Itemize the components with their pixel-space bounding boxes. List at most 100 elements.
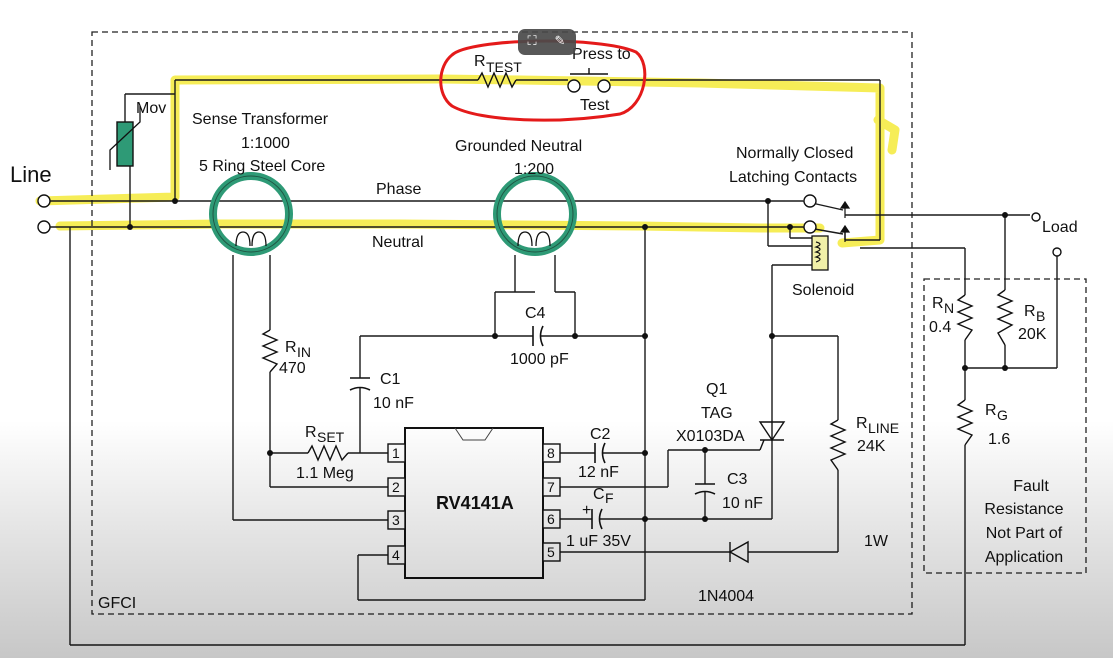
label-nc-1: Normally Closed <box>736 145 853 162</box>
crop-icon[interactable]: ⛶ <box>527 34 537 49</box>
resistor-rg <box>956 399 974 446</box>
label-q1-part: X0103DA <box>676 428 745 445</box>
label-sense-title: Sense Transformer <box>192 111 329 128</box>
label-c1: C1 <box>380 371 401 388</box>
resistors <box>261 71 1014 471</box>
image-toolbar: ⛶ ✎ <box>518 29 576 55</box>
contact-neutral <box>803 220 817 234</box>
label-fault-4: Application <box>985 549 1063 566</box>
gfci-boundary <box>91 31 913 615</box>
label-rg-sub: G <box>997 407 1008 423</box>
label-c1-value: 10 nF <box>373 395 414 412</box>
label-q1: Q1 <box>706 381 727 398</box>
label-sense-ratio: 1:1000 <box>241 135 290 152</box>
pin-4: 4 <box>392 547 400 563</box>
resistor-rline <box>829 419 847 471</box>
label-fault-3: Not Part of <box>986 525 1063 542</box>
resistor-rset <box>307 444 349 462</box>
label-rset-sub: SET <box>317 429 345 445</box>
chip-label: RV4141A <box>436 493 514 513</box>
magic-edit-icon[interactable]: ✎ <box>554 34 566 49</box>
label-c4: C4 <box>525 305 546 322</box>
label-solenoid: Solenoid <box>792 282 854 299</box>
label-cf-sub: F <box>605 490 614 506</box>
pin-8: 8 <box>547 445 555 461</box>
label-rn-value: 0.4 <box>929 319 951 336</box>
line-terminal-phase <box>37 194 51 208</box>
terminals <box>37 194 1062 257</box>
label-gn-ratio: 1:200 <box>514 161 554 178</box>
label-diode: 1N4004 <box>698 588 754 605</box>
label-line: Line <box>10 162 52 187</box>
mov-varistor <box>109 106 141 170</box>
capacitor-c3 <box>694 483 716 495</box>
label-c3-value: 10 nF <box>722 495 763 512</box>
test-switch <box>567 68 611 93</box>
solenoid-coil <box>811 235 829 271</box>
junction-dots <box>127 198 1008 522</box>
latching-arrows <box>839 200 851 242</box>
label-fault-1: Fault <box>1013 478 1049 495</box>
label-rin-value: 470 <box>279 360 306 377</box>
label-rg: R <box>985 402 997 419</box>
label-fault-2: Resistance <box>984 501 1063 518</box>
label-test: Test <box>580 97 610 114</box>
label-rin: R <box>285 339 297 356</box>
load-terminal-1 <box>1031 212 1041 222</box>
label-rset-value: 1.1 Meg <box>296 465 354 482</box>
grounded-neutral-core <box>493 172 577 256</box>
label-neutral: Neutral <box>372 234 424 251</box>
label-q1-type: TAG <box>701 405 733 422</box>
label-c2: C2 <box>590 426 611 443</box>
label-rg-value: 1.6 <box>988 431 1010 448</box>
label-c2-value: 12 nF <box>578 464 619 481</box>
label-rb-value: 20K <box>1018 326 1047 343</box>
capacitor-c2 <box>594 442 606 464</box>
resistor-rtest <box>477 71 517 89</box>
label-c4-value: 1000 pF <box>510 351 569 368</box>
label-c3: C3 <box>727 471 748 488</box>
resistor-rn <box>956 294 974 341</box>
pin-5: 5 <box>547 544 555 560</box>
label-rline: R <box>856 415 868 432</box>
pin-6: 6 <box>547 511 555 527</box>
label-phase: Phase <box>376 181 421 198</box>
resistor-rb <box>996 289 1014 346</box>
label-cf: C <box>593 486 605 503</box>
load-terminal-2 <box>1052 247 1062 257</box>
label-rn: R <box>932 295 944 312</box>
label-rset: R <box>305 424 317 441</box>
label-cf-value: 1 uF 35V <box>566 533 631 550</box>
label-rn-sub: N <box>944 300 954 316</box>
capacitor-c4 <box>532 325 544 347</box>
capacitor-cf <box>591 508 603 530</box>
pin-1: 1 <box>392 445 400 461</box>
capacitors <box>349 325 716 530</box>
label-rb-sub: B <box>1036 308 1045 324</box>
label-rtest-sub: TEST <box>486 59 522 75</box>
pin-7: 7 <box>547 479 555 495</box>
label-nc-2: Latching Contacts <box>729 169 857 186</box>
label-gn-title: Grounded Neutral <box>455 138 582 155</box>
pin-3: 3 <box>392 512 400 528</box>
label-watt: 1W <box>864 533 889 550</box>
label-gfci: GFCI <box>98 595 136 612</box>
label-rtest: R <box>474 53 486 70</box>
label-load: Load <box>1042 219 1078 236</box>
sense-transformer-core <box>209 172 293 256</box>
ic-rv4141a: 1 2 3 4 5 6 7 8 RV4141A <box>387 427 561 579</box>
label-cf-plus: + <box>582 502 591 519</box>
label-sense-core: 5 Ring Steel Core <box>199 158 325 175</box>
diode-1n4004 <box>728 540 749 564</box>
pin-2: 2 <box>392 479 400 495</box>
resistor-rin <box>261 329 279 373</box>
contact-phase <box>803 194 817 208</box>
scr-q1 <box>758 420 786 451</box>
label-rline-value: 24K <box>857 438 886 455</box>
label-mov: Mov <box>136 100 166 117</box>
label-rb: R <box>1024 303 1036 320</box>
capacitor-c1 <box>349 377 371 391</box>
label-press-to: Press to <box>572 46 631 63</box>
